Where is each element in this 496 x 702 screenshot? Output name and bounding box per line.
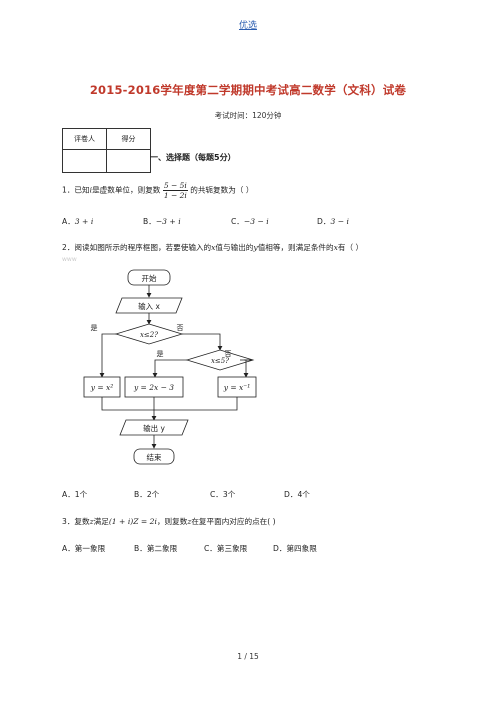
q1-option-b: B．−3 + i xyxy=(143,217,181,226)
q3-option-a: A．第一象限 xyxy=(62,544,106,553)
flowchart-output-node xyxy=(119,419,189,436)
flowchart-process-2-label: y = 2x − 3 xyxy=(133,383,174,392)
flowchart-process-1-label: y = x² xyxy=(90,383,114,392)
q1-mid: 是虚数单位，则复数 xyxy=(92,185,161,195)
flowchart-decision-1 xyxy=(114,323,184,345)
exam-title: 2015-2016学年度第二学期期中考试高二数学（文科）试卷 xyxy=(89,83,407,97)
q2-option-c: C．3个 xyxy=(210,490,236,499)
flowchart-cond2-label: x≤5? xyxy=(211,357,229,365)
flowchart-end-label: 结束 xyxy=(147,452,162,462)
exam-time: 考试时间：120分钟 xyxy=(214,111,282,120)
question-1: 1．已知i是虚数单位，则复数 5 − 5i 1 − 2i 的共轭复数为（ ） xyxy=(62,181,253,200)
q3-option-c: C．第三象限 xyxy=(204,544,248,553)
score-table-header-grader: 评卷人 xyxy=(62,128,107,150)
flowchart-cond2-no: 否 xyxy=(225,350,232,358)
page-number: 1 / 15 xyxy=(237,652,259,661)
flowchart-cond1-label: x≤2? xyxy=(140,331,158,339)
question-3: 3．复数z满足(1 + i)Z = 2i，则复数z在复平面内对应的点在( ) xyxy=(62,517,276,526)
q2-option-a: A．1个 xyxy=(62,490,88,499)
score-table-cell-score xyxy=(106,149,151,173)
flowchart-input-label: 输入 x xyxy=(138,301,160,311)
score-table: 评卷人 得分 xyxy=(62,128,151,173)
q1-fraction-numerator: 5 − 5i xyxy=(162,181,188,191)
top-link[interactable]: 优选 xyxy=(238,21,257,31)
q1-var: i xyxy=(89,185,93,195)
q1-fraction-denominator: 1 − 2i xyxy=(163,191,187,200)
flowchart: 开始 输入 x x≤2? 是 否 x≤5? 是 否 y = x² y = 2x … xyxy=(83,269,257,465)
score-table-cell-grader xyxy=(62,149,107,173)
flowchart-output-label: 输出 y xyxy=(143,423,165,433)
q1-fraction: 5 − 5i 1 − 2i xyxy=(162,181,188,200)
flowchart-cond2-yes: 是 xyxy=(157,350,164,358)
flowchart-end-node xyxy=(133,448,175,465)
q2-faint-text: www xyxy=(62,256,77,263)
flowchart-decision-2 xyxy=(185,349,255,371)
score-table-header-score: 得分 xyxy=(106,128,151,150)
q1-option-c: C．−3 − i xyxy=(231,217,269,226)
q1-option-d: D．3 − i xyxy=(317,217,349,226)
section-heading: 一、选择题（每题5分） xyxy=(150,153,236,162)
flowchart-input-node xyxy=(115,297,183,314)
q2-option-b: B．2个 xyxy=(134,490,160,499)
flowchart-cond1-yes: 是 xyxy=(91,324,98,332)
q3-option-d: D．第四象限 xyxy=(273,544,317,553)
q1-prefix: 1．已知 xyxy=(62,185,90,195)
flowchart-cond1-no: 否 xyxy=(177,324,184,332)
q1-suffix: 的共轭复数为（ ） xyxy=(190,185,254,195)
question-2: 2．阅读如图所示的程序框图，若要使输入的x值与输出的y值相等，则满足条件的x有（… xyxy=(62,243,364,252)
q2-option-d: D．4个 xyxy=(284,490,310,499)
q3-option-b: B．第二象限 xyxy=(134,544,178,553)
q1-option-a: A．3 + i xyxy=(62,217,94,226)
flowchart-process-3-label: y = x⁻¹ xyxy=(223,383,250,392)
flowchart-start-label: 开始 xyxy=(142,273,157,283)
